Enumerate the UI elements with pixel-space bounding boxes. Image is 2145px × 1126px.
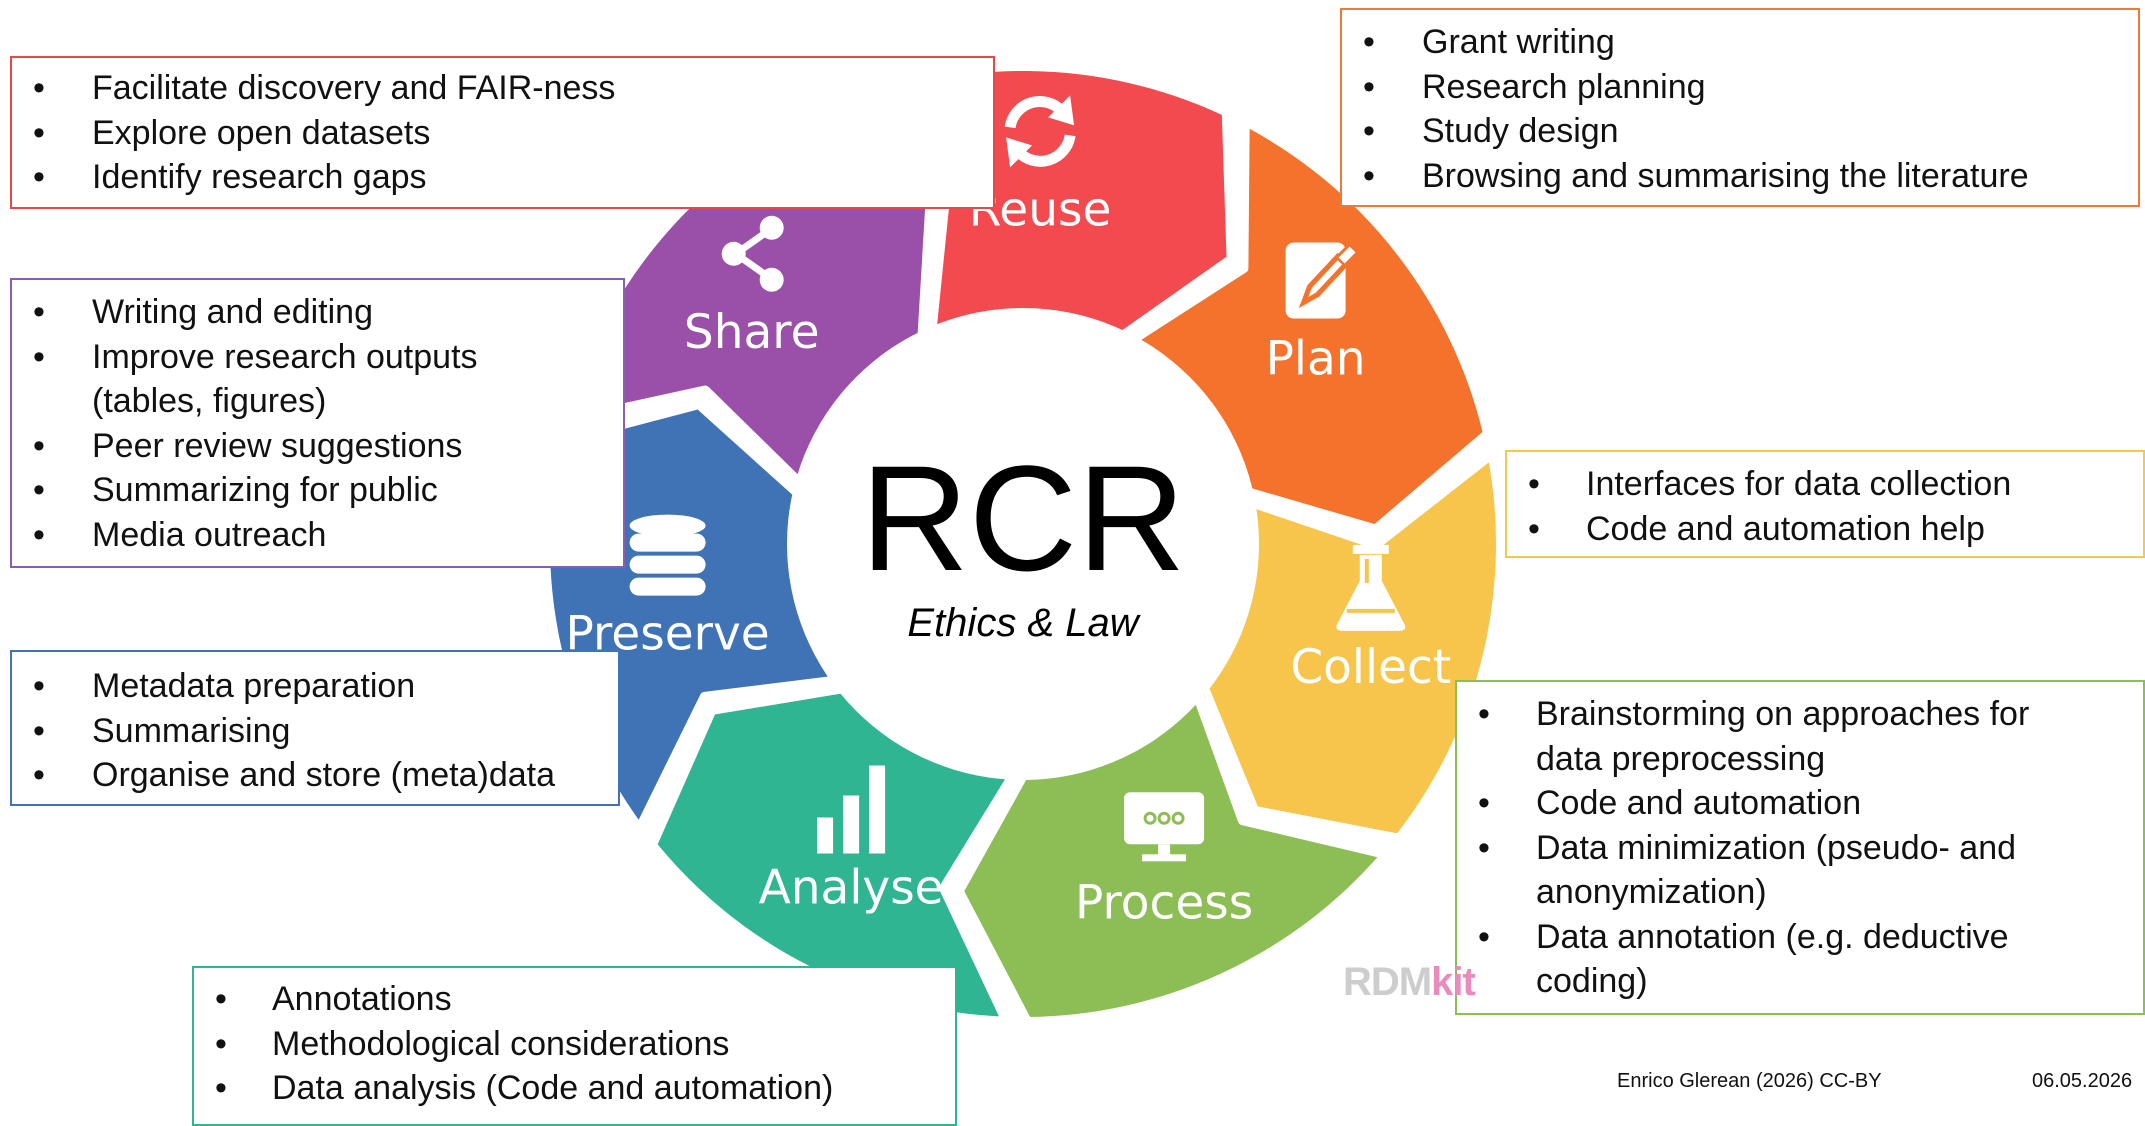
- share-icon: [721, 215, 784, 292]
- list-item: Research planning: [1342, 65, 2138, 110]
- bar-chart-icon: [817, 765, 886, 854]
- center-title: RCR: [861, 434, 1186, 602]
- list-item: Organise and store (meta)data: [12, 753, 618, 798]
- segment-label-plan: Plan: [1266, 332, 1366, 387]
- center-circle: [787, 308, 1259, 780]
- list-item-continuation: (tables, figures): [92, 382, 327, 420]
- list-item: Interfaces for data collection: [1507, 462, 2143, 507]
- analyse-box: Annotations Methodological consideration…: [192, 966, 957, 1126]
- share-box: Writing and editing Improve research out…: [10, 278, 625, 568]
- list-item: Summarising: [12, 709, 618, 754]
- list-item: Annotations: [194, 977, 955, 1022]
- edit-icon: [1285, 242, 1360, 319]
- segment-label-collect: Collect: [1290, 640, 1451, 695]
- preserve-box: Metadata preparation Summarising Organis…: [10, 650, 620, 806]
- list-item: Grant writing: [1342, 20, 2138, 65]
- list-item: Writing and editing: [12, 290, 623, 335]
- center-subtitle: Ethics & Law: [907, 601, 1141, 645]
- list-item: Code and automation: [1457, 781, 2143, 826]
- logo-part2: kit: [1431, 960, 1476, 1004]
- list-item: Study design: [1342, 109, 2138, 154]
- logo-part1: RDM: [1343, 960, 1432, 1004]
- footer-date: 06.05.2026: [2032, 1070, 2133, 1092]
- list-item: Summarizing for public: [12, 468, 623, 513]
- list-item: Improve research outputs: [12, 335, 623, 380]
- rdmkit-logo: RDMkit: [1343, 960, 1476, 1005]
- list-item: Data annotation (e.g. deductive: [1457, 915, 2143, 960]
- list-item: Data analysis (Code and automation): [194, 1066, 955, 1111]
- list-item: Methodological considerations: [194, 1022, 955, 1067]
- list-item: Media outreach: [12, 513, 623, 558]
- list-item: Explore open datasets: [12, 111, 993, 156]
- list-item: Brainstorming on approaches for: [1457, 692, 2143, 737]
- reuse-box: Facilitate discovery and FAIR-ness Explo…: [10, 56, 995, 209]
- list-item: Browsing and summarising the literature: [1342, 154, 2138, 199]
- collect-box: Interfaces for data collection Code and …: [1505, 450, 2145, 558]
- segment-label-share: Share: [684, 305, 820, 360]
- list-item: Peer review suggestions: [12, 424, 623, 469]
- flask-icon: [1336, 544, 1406, 631]
- list-item: Data minimization (pseudo- and: [1457, 826, 2143, 871]
- segment-label-analyse: Analyse: [759, 861, 944, 916]
- process-box: Brainstorming on approaches for data pre…: [1455, 680, 2145, 1015]
- plan-box: Grant writing Research planning Study de…: [1340, 8, 2140, 207]
- list-item: Facilitate discovery and FAIR-ness: [12, 66, 993, 111]
- list-item: Identify research gaps: [12, 155, 993, 200]
- list-item-continuation: coding): [1536, 962, 1648, 1000]
- database-icon: [629, 514, 706, 596]
- list-item-continuation: data preprocessing: [1536, 739, 1826, 778]
- list-item: Code and automation help: [1507, 507, 2143, 552]
- monitor-icon: [1124, 792, 1205, 862]
- segment-label-process: Process: [1075, 875, 1253, 930]
- list-item: Metadata preparation: [12, 664, 618, 709]
- refresh-icon: [1004, 95, 1076, 168]
- footer-credit: Enrico Glerean (2026) CC-BY: [1617, 1070, 1882, 1092]
- list-item-continuation: anonymization): [1536, 873, 1767, 911]
